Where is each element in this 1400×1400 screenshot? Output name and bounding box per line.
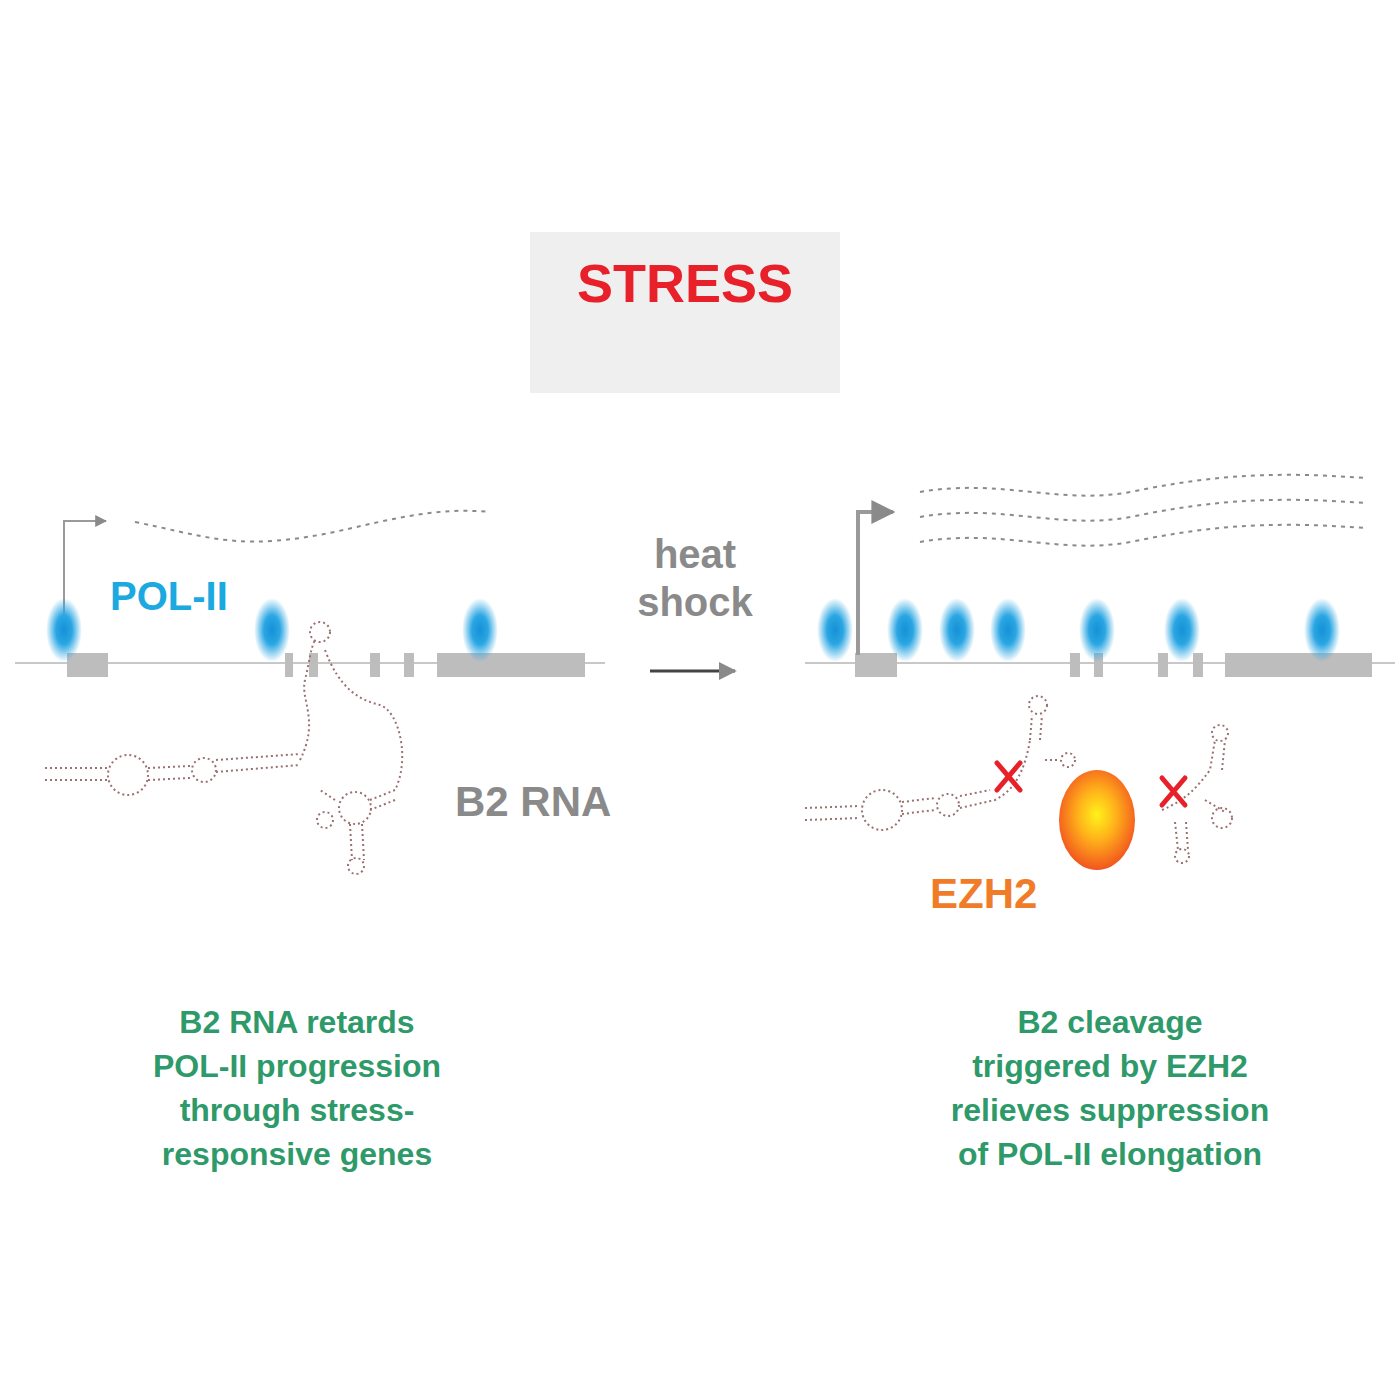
ezh2-shape: [1059, 770, 1135, 870]
protein-label: EZH2: [930, 870, 1037, 918]
stress-heading: STRESS: [530, 252, 840, 314]
transition-arrow: [650, 670, 735, 673]
caption-right: B2 cleavage triggered by EZH2 relieves s…: [946, 1000, 1274, 1176]
ezh2-ellipse: [930, 768, 1150, 878]
caption-left: B2 RNA retards POL-II progression throug…: [137, 1000, 457, 1176]
condition-label: heat shock: [615, 530, 775, 626]
polymerase-label: POL-II: [110, 572, 228, 620]
rna-label: B2 RNA: [455, 778, 611, 826]
stress-box: STRESS: [530, 232, 840, 393]
ezh2-protein: EZH2: [930, 768, 1150, 918]
